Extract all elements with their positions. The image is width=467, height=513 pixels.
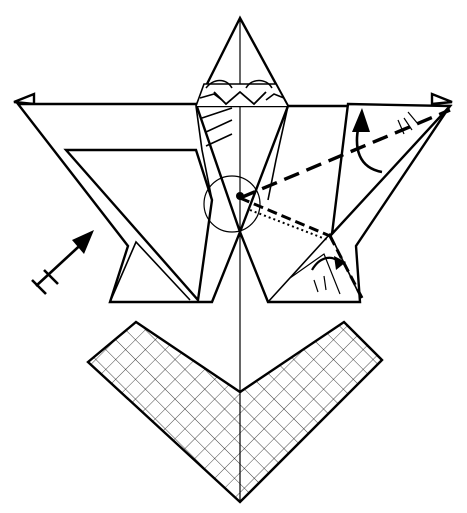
mountain-fold-dotted-line [239,196,364,299]
right-triangle-base [238,92,453,304]
left-triangle-base [13,92,242,304]
center-detail [195,79,289,201]
fold-arrow [352,108,383,174]
view-direction-arrow [31,230,94,295]
bottom-grid-flap [86,320,384,504]
angle-bisector-marks [311,111,419,293]
valley-fold-dashed-line [239,108,451,200]
